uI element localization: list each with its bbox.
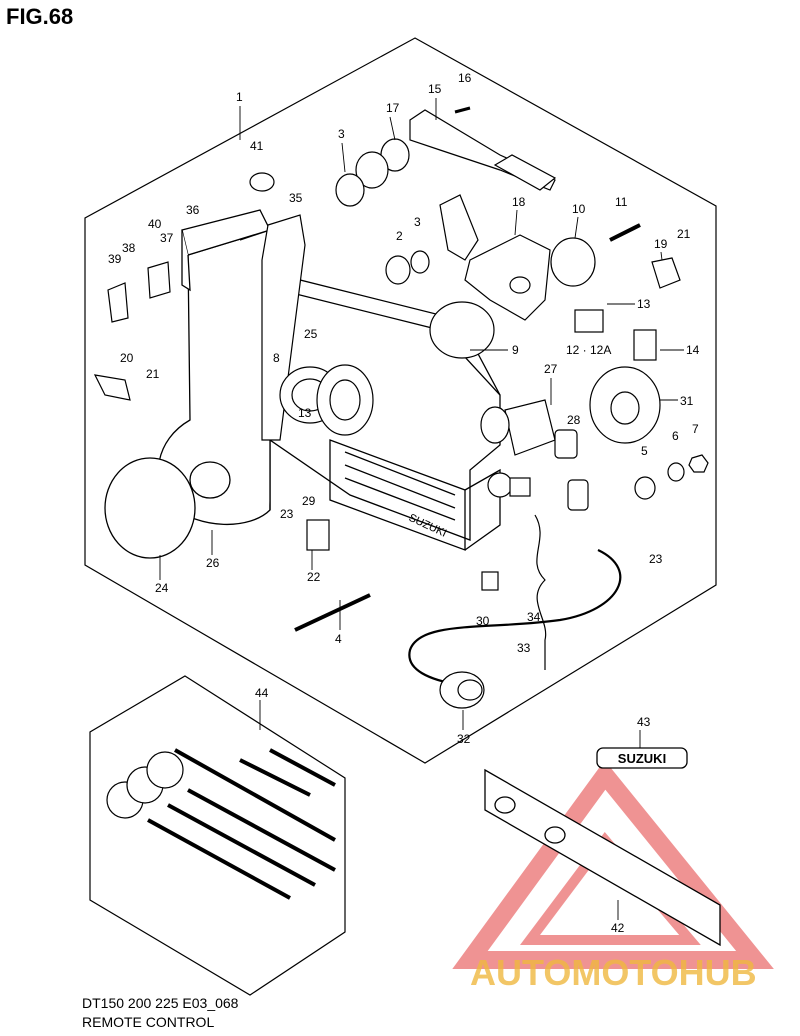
gear-housing [316, 364, 374, 436]
part-label-4: 4 [335, 632, 342, 646]
part-label-42: 42 [611, 921, 625, 935]
part-label-22: 22 [307, 570, 321, 584]
bushing [355, 151, 389, 189]
part-label-37: 37 [160, 231, 174, 245]
main-assembly-border [84, 37, 717, 764]
part-label-7: 7 [692, 422, 699, 436]
part-label-43: 43 [637, 715, 651, 729]
part-label-18: 18 [512, 195, 526, 209]
part-label-3b: 3 [414, 215, 421, 229]
clip-39 [107, 282, 129, 323]
part-label-16: 16 [458, 71, 472, 85]
lanyard-cord [534, 514, 547, 670]
clip-30 [481, 571, 499, 591]
part-label-1: 1 [236, 90, 243, 104]
part-label-41: 41 [250, 139, 264, 153]
wire-harness [408, 549, 622, 687]
part-label-28: 28 [567, 413, 581, 427]
part-label-25: 25 [304, 327, 318, 341]
part-label-17: 17 [386, 101, 400, 115]
part-label-12: 12 · 12A [566, 343, 611, 357]
pin-20 [93, 374, 131, 401]
detent-bracket [464, 234, 551, 321]
suzuki-badge: SUZUKI [596, 747, 688, 769]
spacer [335, 173, 365, 207]
shift-arm [439, 194, 479, 261]
part-label-23a: 23 [280, 507, 294, 521]
part-label-26: 26 [206, 556, 220, 570]
hex-nut [688, 454, 709, 473]
side-panel [484, 768, 721, 947]
part-label-11: 11 [615, 195, 628, 209]
kit-spacers [106, 751, 184, 819]
part-label-44: 44 [255, 686, 269, 700]
part-label-14: 14 [686, 343, 700, 357]
bracket-19 [651, 257, 681, 289]
harness-connector [439, 671, 485, 709]
part-label-19: 19 [654, 237, 668, 251]
switch-14 [633, 329, 657, 361]
part-label-34: 34 [527, 610, 541, 624]
watermark-brand: AUTOMOTOHUB [470, 952, 757, 993]
part-label-33: 33 [517, 641, 531, 655]
part-label-9: 9 [512, 343, 519, 357]
part-label-15: 15 [428, 82, 442, 96]
part-label-5: 5 [641, 444, 648, 458]
part-label-40: 40 [148, 217, 162, 231]
leader-lines [159, 98, 684, 920]
part-label-23b: 23 [649, 552, 663, 566]
part-label-27: 27 [544, 362, 558, 376]
switch-40 [147, 261, 171, 299]
stop-switch [487, 472, 531, 498]
part-label-36: 36 [186, 203, 200, 217]
part-label-38: 38 [122, 241, 136, 255]
screw [454, 106, 471, 114]
bracket-plate [409, 109, 557, 191]
long-bolt [294, 593, 371, 632]
ring [550, 237, 596, 287]
part-label-2: 2 [396, 229, 403, 243]
figure-code: DT150 200 225 E03_068 [82, 995, 239, 1011]
part-label-30: 30 [476, 614, 490, 628]
part-label-39: 39 [108, 252, 122, 266]
kit-bolts [147, 748, 336, 900]
part-callouts: 1 2 3 3 4 5 6 7 8 9 10 11 12 · 12A 13 13… [108, 71, 700, 935]
lever-neutral [261, 214, 306, 441]
part-label-6: 6 [672, 429, 679, 443]
badge-text: SUZUKI [618, 751, 666, 766]
part-label-29: 29 [302, 494, 316, 508]
part-label-21a: 21 [677, 227, 691, 241]
plate-22 [306, 519, 330, 551]
circlip-41 [249, 172, 275, 192]
figure-name: REMOTE CONTROL [82, 1014, 215, 1030]
part-label-10: 10 [572, 202, 586, 216]
watermark-text: AUTOMOTOHUB [470, 952, 757, 993]
kit-border [89, 675, 346, 996]
switch-cap [589, 366, 661, 444]
connector-12 [574, 309, 604, 333]
part-label-13b: 13 [298, 406, 312, 420]
washer [429, 301, 495, 359]
part-label-24: 24 [155, 581, 169, 595]
rubber-grommet [634, 476, 656, 500]
part-label-20: 20 [120, 351, 134, 365]
nut [385, 255, 411, 285]
part-label-3a: 3 [338, 127, 345, 141]
bolt-11 [609, 223, 641, 242]
ignition-switch [480, 399, 589, 511]
part-label-31: 31 [680, 394, 694, 408]
part-label-8: 8 [273, 351, 280, 365]
figure-title: FIG.68 [6, 4, 74, 29]
washer-small [667, 462, 685, 482]
sleeve [410, 250, 430, 274]
lever-cover [104, 457, 196, 559]
part-label-21b: 21 [146, 367, 160, 381]
part-label-32: 32 [457, 732, 471, 746]
part-label-13a: 13 [637, 297, 651, 311]
part-label-35: 35 [289, 191, 303, 205]
